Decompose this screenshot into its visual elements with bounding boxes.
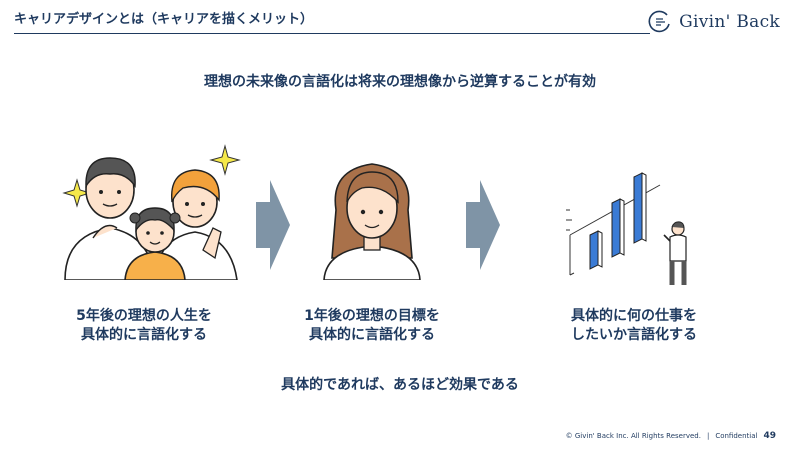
page-number: 49: [763, 431, 776, 441]
step-2-caption: 1年後の理想の目標を 具体的に言語化する: [262, 307, 482, 345]
step-2-caption-line-1: 1年後の理想の目標を: [304, 308, 440, 324]
sparkle-icon: [62, 178, 92, 208]
conclusion-text: 具体的であれば、あるほど効果である: [281, 377, 519, 393]
step-1-caption-line-2: 具体的に言語化する: [81, 327, 207, 343]
headline: 理想の未来像の言語化は将来の理想像から逆算することが有効: [204, 74, 596, 90]
sparkle-icon: [209, 144, 241, 176]
footer-confidential: Confidential: [715, 432, 758, 440]
arrow-right-icon: [466, 180, 500, 270]
bar-chart-person-illustration: [566, 172, 687, 285]
step-1-caption: 5年後の理想の人生を 具体的に言語化する: [34, 307, 254, 345]
step-2-caption-line-2: 具体的に言語化する: [309, 327, 435, 343]
page-title: キャリアデザインとは（キャリアを描くメリット）: [14, 12, 314, 27]
header-divider: [14, 33, 650, 34]
logo-mark-icon: [648, 10, 670, 33]
company-logo: Givin' Back: [647, 10, 780, 34]
footer: © Givin' Back Inc. All Rights Reserved. …: [566, 431, 776, 441]
footer-separator: |: [706, 432, 710, 440]
step-3-caption-line-1: 具体的に何の仕事を: [571, 308, 697, 324]
step-3-caption: 具体的に何の仕事を したいか言語化する: [524, 307, 744, 345]
step-3-caption-line-2: したいか言語化する: [571, 327, 697, 343]
woman-illustration: [323, 163, 421, 280]
step-1-caption-line-1: 5年後の理想の人生を: [76, 308, 212, 324]
family-illustration: [62, 144, 241, 280]
arrow-right-icon: [256, 180, 290, 270]
logo-text: Givin' Back: [679, 12, 780, 32]
footer-copyright: © Givin' Back Inc. All Rights Reserved.: [565, 432, 701, 440]
